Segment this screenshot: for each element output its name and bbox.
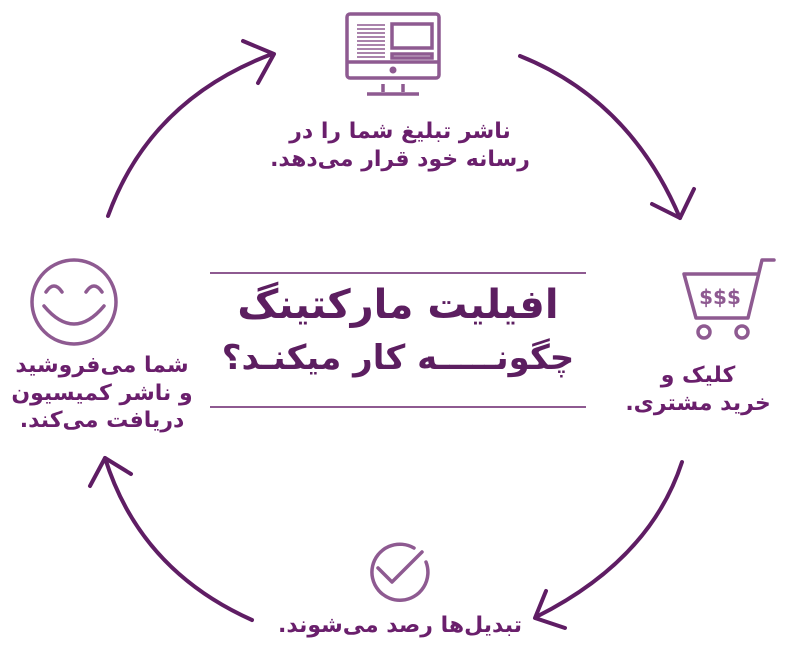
diagram-subtitle: چگونـــــه کار میکنـد؟ [221,338,575,378]
center-title-box: افیلیت مارکتینگ چگونـــــه کار میکنـد؟ [210,272,586,408]
step-commission-label: شما می‌فروشید و ناشر کمیسیون دریافت می‌ک… [4,352,200,435]
title-rule-top [210,272,586,274]
cart-dollar-text: $$$ [699,285,741,309]
diagram-title: افیلیت مارکتینگ [237,282,559,328]
arrow-top-left [106,52,274,218]
step-publish-line1: ناشر تبلیغ شما را در [289,119,511,144]
monitor-icon [345,12,441,96]
step-purchase-label: کلیک و خرید مشتری. [618,362,778,417]
check-circle-icon [370,542,430,602]
arrow-bottom-left-head [88,456,133,488]
step-track-label: تبدیل‌ها رصد می‌شوند. [240,612,560,640]
step-commission-line2: و ناشر کمیسیون [11,380,193,406]
step-publish-line2: رسانه خود قرار می‌دهد. [270,146,530,172]
arrow-bottom-left [103,456,254,622]
shopping-cart-icon: $$$ [682,258,776,340]
title-rule-bottom [210,406,586,408]
step-purchase-line1: کلیک و [660,363,736,388]
arrow-top-right [518,54,682,220]
arrow-top-right-head [650,187,696,220]
arrow-bottom-right-head [533,589,567,630]
step-purchase-line2: خرید مشتری. [625,390,771,416]
arrow-bottom-right [534,460,684,619]
smiley-icon [30,258,118,346]
step-track-line1: تبدیل‌ها رصد می‌شوند. [278,613,522,638]
step-publish-label: ناشر تبلیغ شما را در رسانه خود قرار می‌د… [230,118,570,173]
arrow-top-left-head [241,39,276,85]
step-commission-line3: دریافت می‌کند. [19,408,185,433]
step-commission-line1: شما می‌فروشید [15,353,189,378]
